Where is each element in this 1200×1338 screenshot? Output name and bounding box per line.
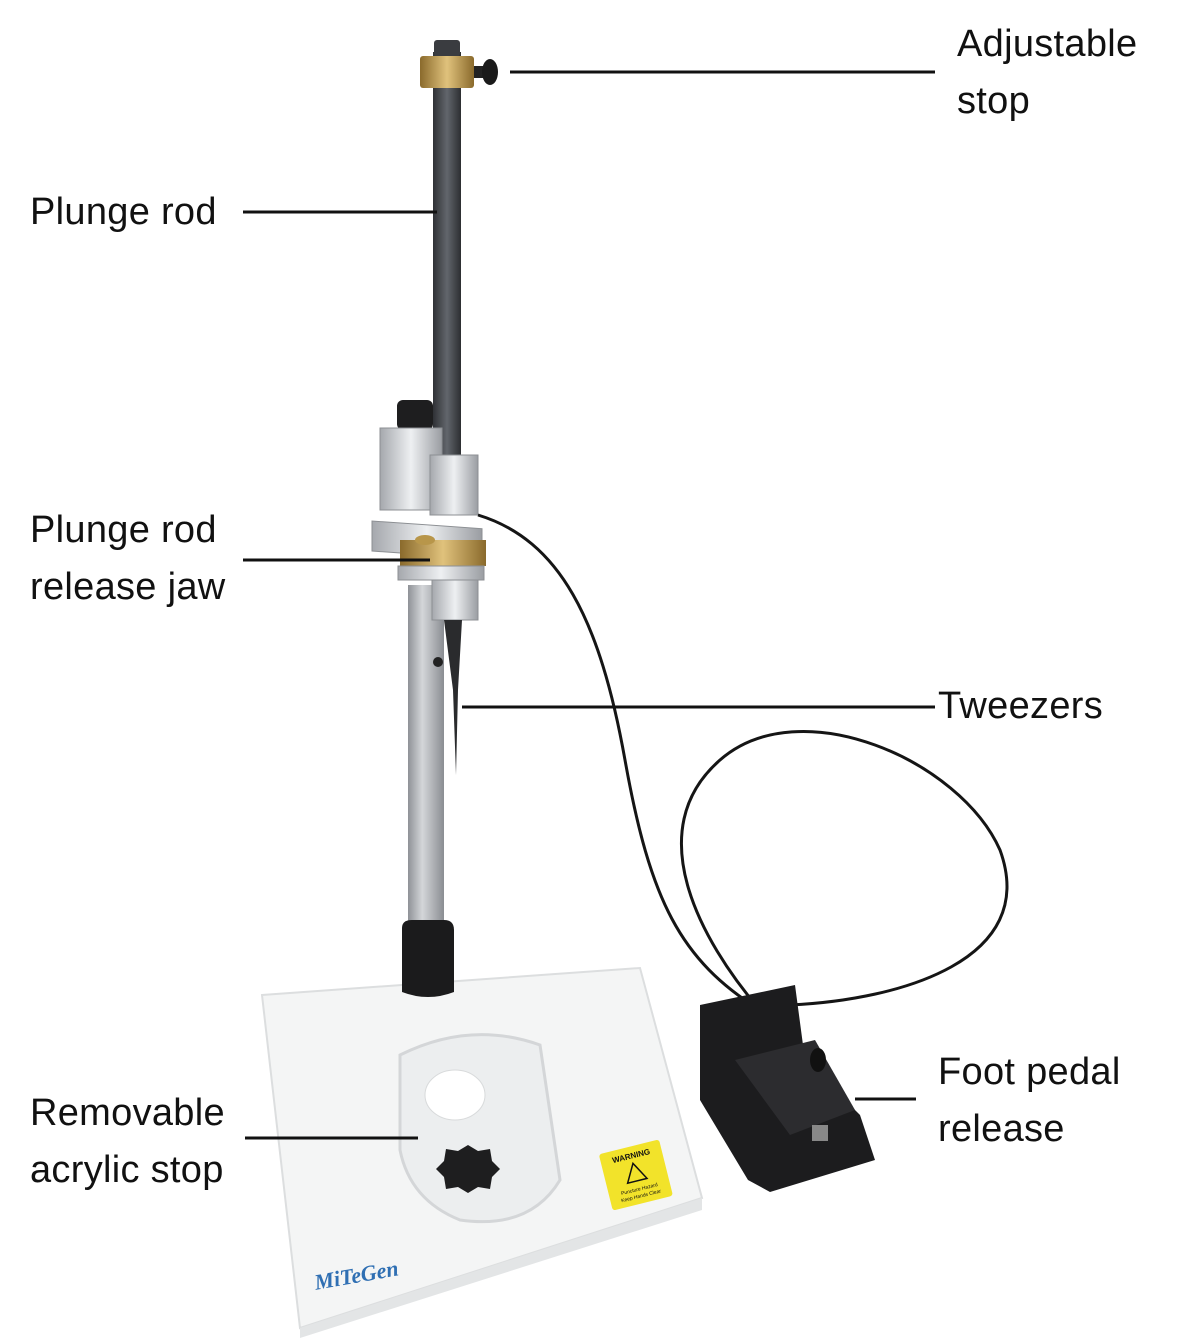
label-line: release jaw [30, 566, 226, 608]
base-plate: WARNING Puncture Hazard Keep Hands Clear… [260, 966, 704, 1338]
release-cable [477, 513, 1009, 1012]
label-tweezers: Tweezers [938, 678, 1103, 735]
label-line: release [938, 1108, 1065, 1150]
label-plunge-rod: Plunge rod [30, 184, 217, 241]
label-line: Plunge rod [30, 509, 217, 551]
warning-label: WARNING Puncture Hazard Keep Hands Clear [599, 1139, 673, 1210]
pole-foot [402, 920, 454, 997]
label-release-jaw: Plunge rod release jaw [30, 502, 226, 616]
label-adjustable-stop: Adjustable stop [957, 16, 1137, 130]
label-line: stop [957, 80, 1031, 122]
label-line: acrylic stop [30, 1149, 224, 1191]
label-foot-pedal: Foot pedal release [938, 1044, 1121, 1158]
label-line: Plunge rod [30, 191, 217, 233]
support-pole [408, 585, 444, 930]
adjustable-stop [420, 56, 474, 88]
tweezers [444, 620, 462, 775]
label-line: Tweezers [938, 685, 1104, 727]
label-line: Foot pedal [938, 1051, 1121, 1093]
leader-lines [243, 70, 935, 1140]
foot-pedal [700, 985, 875, 1192]
plunge-rod [433, 52, 461, 472]
label-line: Adjustable [957, 23, 1138, 65]
label-acrylic-stop: Removable acrylic stop [30, 1085, 225, 1199]
label-line: Removable [30, 1092, 225, 1134]
knob-icon [436, 1145, 500, 1193]
acrylic-stop [398, 1033, 562, 1224]
